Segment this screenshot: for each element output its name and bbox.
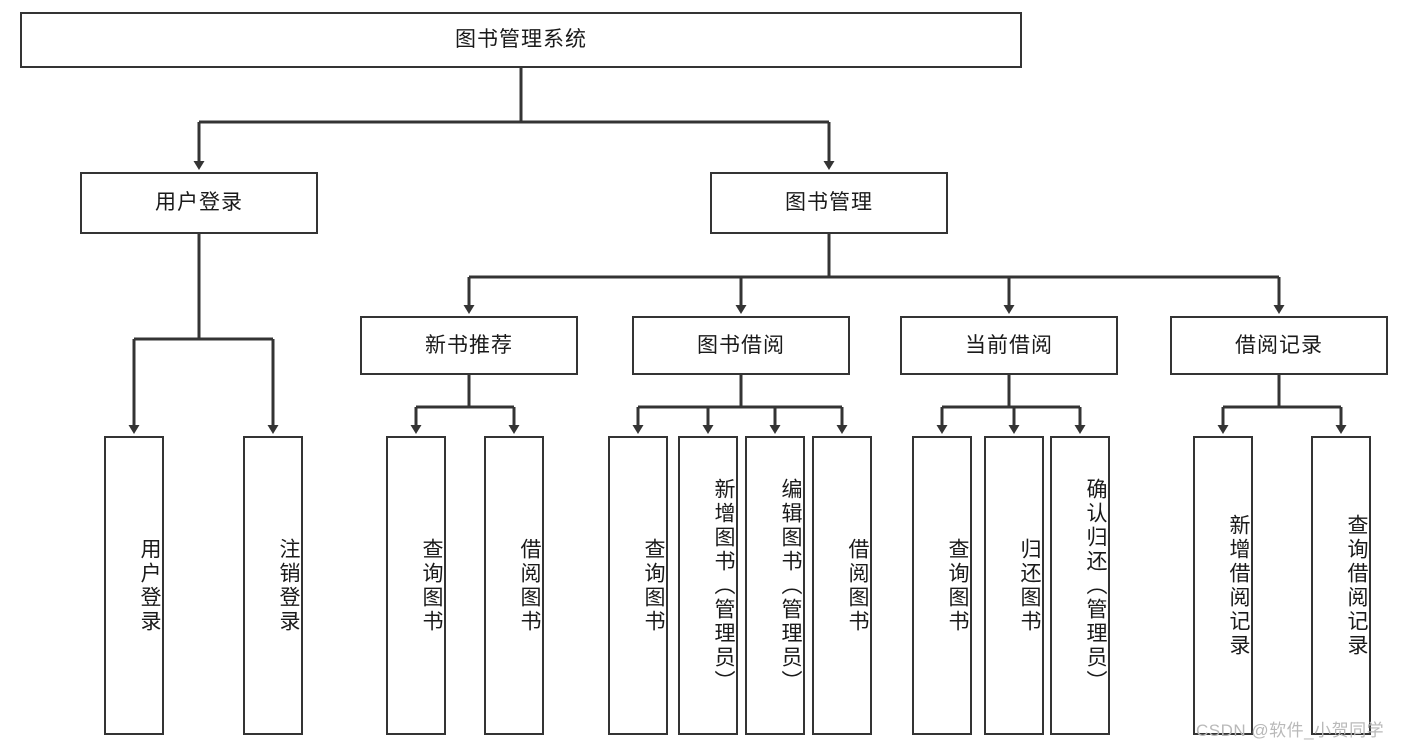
watermark-text: CSDN @软件_小贺同学 <box>1196 721 1385 740</box>
node-label: 新增图书（管理员） <box>712 477 735 694</box>
node-label: 查询借阅记录 <box>1345 513 1368 658</box>
node-leaf-query-book-3[interactable]: 查询图书 <box>912 436 972 735</box>
node-leaf-edit-book[interactable]: 编辑图书（管理员） <box>745 436 805 735</box>
node-label: 注销登录 <box>277 537 300 634</box>
node-label: 图书管理系统 <box>455 28 587 52</box>
node-label: 查询图书 <box>642 537 665 634</box>
node-label: 查询图书 <box>420 537 443 634</box>
node-book-borrow[interactable]: 图书借阅 <box>632 316 850 375</box>
node-new-book-rec[interactable]: 新书推荐 <box>360 316 578 375</box>
node-leaf-return-book[interactable]: 归还图书 <box>984 436 1044 735</box>
node-leaf-confirm-return[interactable]: 确认归还（管理员） <box>1050 436 1110 735</box>
node-label: 当前借阅 <box>965 333 1053 357</box>
node-user-login[interactable]: 用户登录 <box>80 172 318 234</box>
node-leaf-query-record[interactable]: 查询借阅记录 <box>1311 436 1371 735</box>
node-leaf-query-book-1[interactable]: 查询图书 <box>386 436 446 735</box>
node-label: 新书推荐 <box>425 333 513 357</box>
node-leaf-add-record[interactable]: 新增借阅记录 <box>1193 436 1253 735</box>
node-root[interactable]: 图书管理系统 <box>20 12 1022 68</box>
node-label: 图书管理 <box>785 191 873 215</box>
node-label: 确认归还（管理员） <box>1084 477 1107 694</box>
node-label: 编辑图书（管理员） <box>779 477 802 694</box>
node-label: 查询图书 <box>946 537 969 634</box>
node-label: 用户登录 <box>155 191 243 215</box>
node-label: 归还图书 <box>1018 537 1041 634</box>
node-label: 图书借阅 <box>697 333 785 357</box>
node-label: 新增借阅记录 <box>1227 513 1250 658</box>
node-label: 借阅记录 <box>1235 333 1323 357</box>
node-leaf-borrow-book-2[interactable]: 借阅图书 <box>812 436 872 735</box>
node-current-borrow[interactable]: 当前借阅 <box>900 316 1118 375</box>
node-leaf-user-login[interactable]: 用户登录 <box>104 436 164 735</box>
node-label: 借阅图书 <box>846 537 869 634</box>
node-label: 借阅图书 <box>518 537 541 634</box>
node-book-manage[interactable]: 图书管理 <box>710 172 948 234</box>
node-leaf-borrow-book-1[interactable]: 借阅图书 <box>484 436 544 735</box>
node-leaf-user-logout[interactable]: 注销登录 <box>243 436 303 735</box>
node-leaf-add-book[interactable]: 新增图书（管理员） <box>678 436 738 735</box>
node-borrow-record[interactable]: 借阅记录 <box>1170 316 1388 375</box>
node-label: 用户登录 <box>138 537 161 634</box>
node-leaf-query-book-2[interactable]: 查询图书 <box>608 436 668 735</box>
